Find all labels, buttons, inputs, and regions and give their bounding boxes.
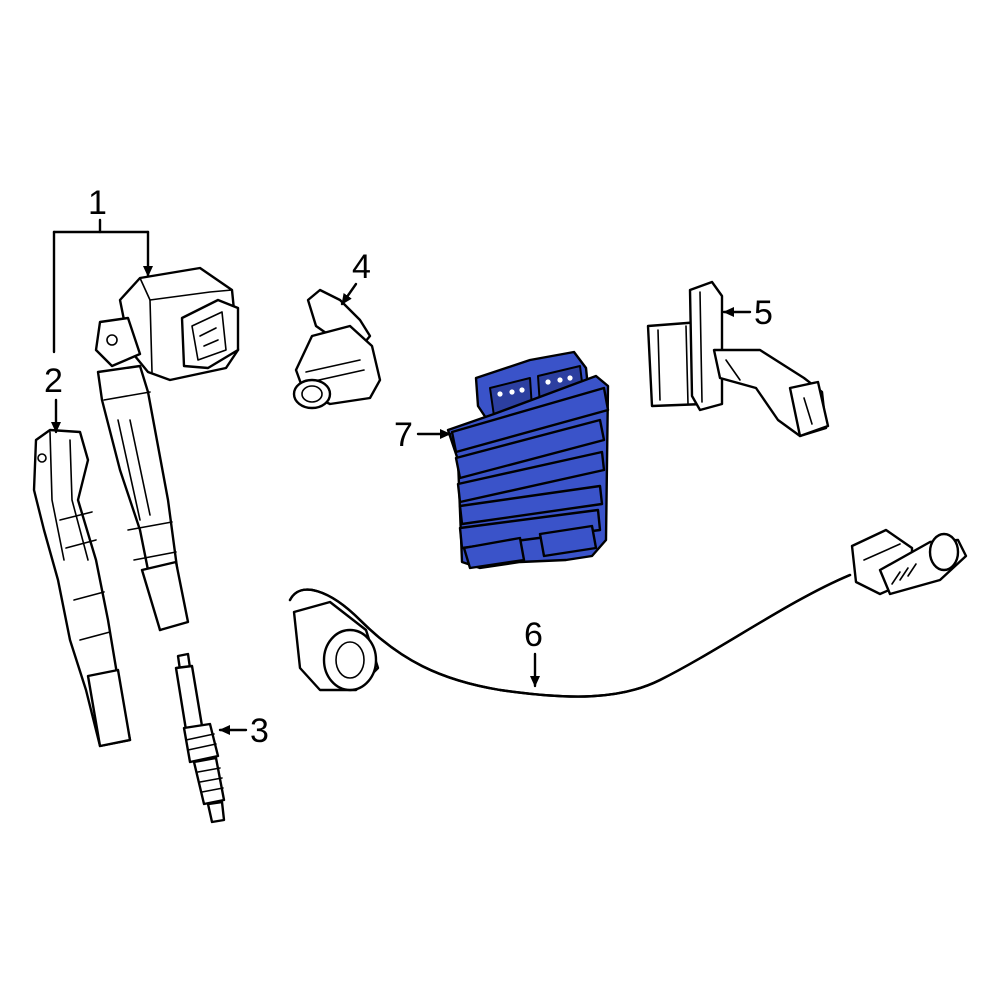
oxygen-sensor[interactable] — [288, 528, 968, 698]
callout-1: 1 — [52, 184, 153, 354]
callout-4: 4 — [340, 248, 371, 306]
callout-number-1: 1 — [88, 184, 107, 222]
ignition-coil[interactable] — [94, 266, 240, 632]
position-sensor[interactable] — [646, 280, 830, 438]
callout-number-5: 5 — [754, 294, 773, 332]
callout-number-7: 7 — [394, 416, 413, 454]
spark-plug[interactable] — [174, 652, 226, 824]
callout-6: 6 — [524, 616, 543, 688]
callout-3: 3 — [218, 712, 269, 750]
engine-control-module[interactable] — [446, 350, 610, 570]
callout-5: 5 — [722, 294, 773, 332]
coil-boot[interactable] — [32, 428, 132, 748]
callout-number-4: 4 — [352, 248, 371, 286]
callout-number-3: 3 — [250, 712, 269, 750]
callout-2: 2 — [44, 362, 63, 434]
callout-7: 7 — [394, 416, 452, 454]
callout-number-2: 2 — [44, 362, 63, 400]
camshaft-sensor[interactable] — [292, 288, 382, 410]
callout-number-6: 6 — [524, 616, 543, 654]
